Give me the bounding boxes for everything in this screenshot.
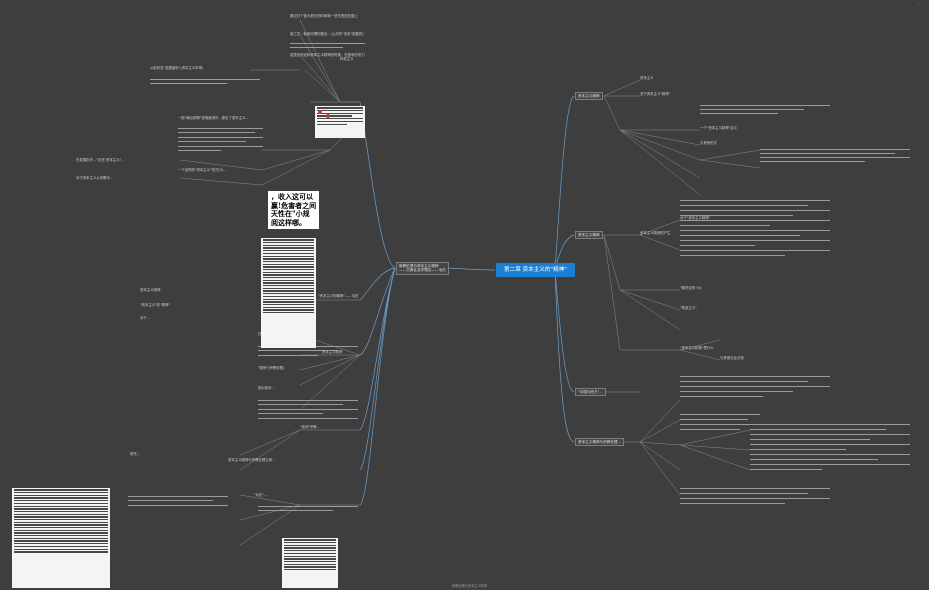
left-node-14[interactable]: 资本主义精神： (140, 288, 164, 292)
right-item-2[interactable]: 关于资本主义"精神" (640, 92, 671, 96)
right-paragraph-block-1 (700, 102, 830, 122)
left-paragraph-block-6 (258, 502, 358, 520)
right-paragraph-block-6 (750, 420, 910, 500)
footer-text: 新教伦理与资本主义精神 (452, 584, 488, 588)
quote-line-3: 天性在"小规 (271, 209, 310, 219)
right-item-10[interactable]: 与其他社会分类 (720, 356, 744, 360)
left-paragraph-block-7 (128, 492, 228, 522)
right-branch-2[interactable]: 资本主义精神 (575, 231, 603, 240)
left-node-4[interactable]: 特权主义 (340, 57, 354, 61)
right-item-5[interactable]: 资本主义精神的产生 (640, 231, 671, 235)
left-node-17[interactable]: 对于... (140, 316, 151, 320)
right-paragraph-block-3 (680, 196, 830, 276)
left-node-3[interactable]: 若是如何这种资本主义精神的时候，在基本的效力 (290, 53, 365, 57)
right-paragraph-block-4 (680, 372, 830, 412)
root-node[interactable]: 第二章 资本主义的"精神" (496, 263, 575, 277)
quote-line-2: 赢!危害者之间 (271, 200, 317, 210)
left-node-25[interactable]: "对比"... (254, 493, 268, 497)
left-node-20[interactable]: 相对资本... (258, 386, 275, 390)
left-node-10[interactable]: 在发展历史..."论述"资本主义"... (76, 158, 125, 162)
left-node-22[interactable]: "信仰"宗教... (300, 425, 320, 429)
right-item-9[interactable]: "资本主义精神"是什么 (680, 346, 714, 350)
right-paragraph-block-7 (680, 484, 830, 512)
right-branch-3[interactable]: "中国与西方"... (575, 388, 606, 397)
right-item-8[interactable]: "禁欲主义" (680, 306, 697, 310)
right-item-4[interactable]: 与其他形式 (700, 141, 717, 145)
right-paragraph-block-5 (680, 410, 760, 470)
quote-snippet: ，收入这可以 赢!危害者之间 天性在"小规 阅这样哪。 (268, 191, 320, 230)
corner-label: ... (918, 2, 922, 6)
left-hub-low[interactable]: 资本主义精神 (322, 350, 343, 354)
left-paragraph-block-5 (258, 396, 358, 436)
quote-line-1: ，收入这可以 (271, 192, 313, 201)
left-node-16[interactable]: "资本主义"的"精神" (140, 303, 170, 307)
left-hub-node[interactable]: 新教伦理与资本主义精神 ——古典社会学理论——韦伯 (396, 262, 449, 275)
scan-image-1 (315, 106, 365, 138)
right-item-3[interactable]: 一个"资本主义精神"定义 (700, 126, 738, 130)
scan-image-3 (12, 488, 110, 588)
left-node-8[interactable]: 一个这样的"资本主义"形式(5)... (178, 168, 227, 172)
quote-line-4: 阅这样哪。 (271, 217, 306, 227)
left-paragraph-block-2 (290, 40, 365, 52)
right-branch-4[interactable]: 资本主义精神与宗教伦理... (575, 438, 624, 447)
left-node-23[interactable]: 研究... (130, 452, 141, 456)
right-paragraph-block-2 (760, 146, 910, 174)
left-paragraph-block-3 (178, 124, 263, 166)
right-item-1[interactable]: 资本主义 (640, 76, 654, 80)
red-stamp-2 (326, 114, 330, 118)
left-node-11[interactable]: 对于资本主义从宗教中... (76, 176, 114, 180)
right-branch-1[interactable]: 资本主义精神 (575, 92, 603, 101)
left-node-1[interactable]: 要记打个很大很长的时间和一些东西放在路上 (290, 14, 358, 18)
left-node-2[interactable]: 施工员：就使无惧的做法：[心灵有"关系"制度的] (290, 32, 364, 36)
left-node-24[interactable]: 资本主义精神与宗教伦理之间... (228, 458, 276, 462)
scan-image-2 (261, 238, 316, 348)
scan-image-4 (282, 538, 338, 588)
left-node-7[interactable]: 一般"确认精神"说明被消失...提出了资本主义... (178, 116, 249, 120)
left-paragraph-block-1 (150, 76, 260, 94)
left-node-19[interactable]: "精神"(宗教伦理) (258, 366, 285, 370)
right-item-6[interactable]: 对于"资本主义精神" (680, 216, 711, 220)
right-item-7[interactable]: "最终目的"(4) (680, 286, 702, 290)
left-hub-mid[interactable]: "资本主义的精神"——韦伯 (318, 294, 359, 298)
left-node-6[interactable]: 从前状态"发展指标"(资本主义市场) (150, 66, 204, 70)
red-stamp-1 (318, 110, 322, 114)
